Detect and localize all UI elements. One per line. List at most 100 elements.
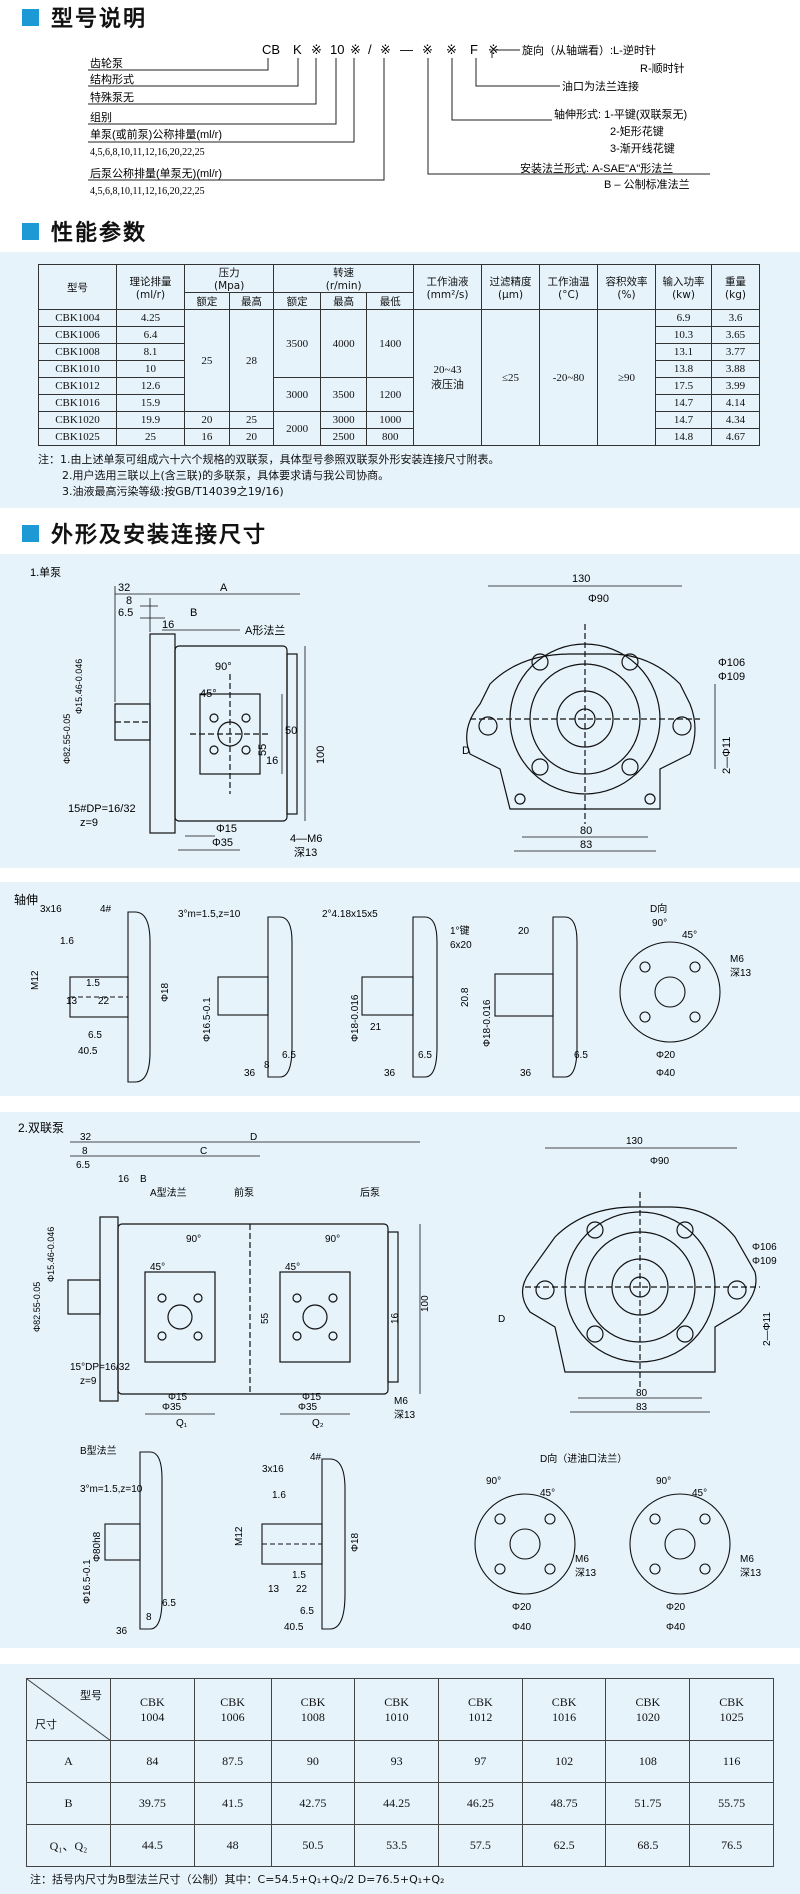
table-row: CBK1006 6.4 10.3 3.65 (38, 326, 760, 344)
dim-label: 55 (260, 1312, 271, 1324)
cell-model: CBK1006 (38, 326, 117, 344)
cell-p-rated: 16 (184, 428, 230, 446)
dim-label: 100 (315, 746, 327, 764)
cell-model: CBK1025 (38, 428, 117, 446)
cell-value: 108 (605, 1740, 691, 1783)
flange-drawing: B型法兰 3°m=1.5,z=10 Φ80h8 Φ16.5-0.1 6.5 8 … (80, 1444, 762, 1637)
cell-model: CBK1008 (38, 343, 117, 361)
dim-label: A型法兰 (150, 1186, 187, 1199)
cell-disp: 15.9 (116, 394, 185, 412)
dim-label: 55 (257, 744, 269, 756)
cell-value: 48 (193, 1824, 272, 1867)
dim-label: Φ109 (752, 1256, 777, 1267)
label-shaft-invol: 3-渐开线花键 (610, 141, 675, 155)
cell-disp: 19.9 (116, 411, 185, 429)
dim-label: 1.6 (60, 936, 74, 947)
dim-label: Φ15 (216, 823, 237, 835)
cell-s-min: 800 (366, 428, 414, 446)
flange-panel: B型法兰 3°m=1.5,z=10 Φ80h8 Φ16.5-0.1 6.5 8 … (0, 1434, 800, 1648)
dim-label: 4# (100, 904, 112, 915)
cell-weight: 3.65 (711, 326, 760, 344)
label-front-disp-values: 4,5,6,8,10,11,12,16,20,22,25 (90, 147, 205, 158)
dim-label: Φ90 (650, 1156, 670, 1167)
cell-value: 39.75 (110, 1782, 195, 1825)
drawing-title: 轴伸 (14, 892, 38, 907)
dim-label: 83 (636, 1402, 648, 1413)
dimension-note: 注：括号内尺寸为B型法兰尺寸（公制）其中：C=54.5+Q₁+Q₂/2 D=76… (30, 1873, 445, 1886)
dim-label: D (498, 1314, 505, 1325)
note-line: 3.油液最高污染等级:按GB/T14039之19/16) (62, 485, 284, 498)
dim-label: 40.5 (78, 1046, 98, 1057)
cell-value: 97 (438, 1740, 523, 1783)
table-row: A 84 87.5 90 93 97 102 108 116 (26, 1740, 774, 1783)
dim-label: Φ18 (350, 1532, 361, 1552)
cell-weight: 3.77 (711, 343, 760, 361)
code-x3: ※ (380, 42, 391, 57)
dim-label: 45° (692, 1488, 707, 1499)
dim-label: 20 (518, 926, 530, 937)
cell-value: 116 (689, 1740, 774, 1783)
cell-p-max: 28 (228, 309, 275, 412)
dim-label: 深13 (740, 1567, 762, 1579)
dim-label: 1°键 (450, 924, 470, 937)
cell-value: 76.5 (689, 1824, 774, 1867)
cell-s-max: 3000 (319, 411, 368, 429)
model-code-diagram: CB K ※ 10 ※ / ※ — ※ ※ F ※ 齿轮泵 (88, 42, 710, 197)
label-special: 特殊泵无 (90, 90, 134, 104)
dim-label: M12 (234, 1526, 245, 1546)
cell-value: 93 (354, 1740, 440, 1783)
dim-label: B (190, 607, 197, 619)
dim-label: 2—Φ11 (721, 737, 733, 774)
dim-label: 16 (118, 1174, 130, 1185)
cell-value: 62.5 (521, 1824, 607, 1867)
note-line: 注：1.由上述单泵可组成六十六个规格的双联泵，具体型号参照双联泵外形安装连接尺寸… (38, 453, 500, 466)
dim-label: 4# (310, 1452, 322, 1463)
cell-temp: -20~80 (539, 309, 598, 446)
dim-label: B (140, 1174, 147, 1185)
dim-label: 8 (146, 1612, 152, 1623)
cell-power: 13.8 (655, 360, 712, 378)
label-group: 组别 (90, 110, 112, 124)
dimension-table-panel: 型号 尺寸 CBK 1004 CBK 1006 CBK 1008 CBK 101… (0, 1664, 800, 1894)
dim-label: 6.5 (574, 1050, 588, 1061)
performance-table: 型号 理论排量(ml/r) 压力(Mpa) 转速(r/min) 工作油液(mm²… (38, 264, 760, 446)
note-line: 2.用户选用三联以上(含三联)的多联泵，具体要求请与我公司协商。 (62, 469, 390, 482)
cell-s-min: 1000 (366, 411, 414, 429)
section-square-icon (22, 8, 39, 26)
dim-label: 32 (118, 582, 130, 594)
cell-value: 84 (110, 1740, 195, 1783)
dim-label: 45° (150, 1262, 165, 1273)
th-s-min: 最低 (366, 292, 414, 310)
dim-label: D (250, 1132, 257, 1143)
dim-label: z=9 (80, 817, 98, 829)
label-mount-flange: 安装法兰形式: A-SAE"A"形法兰 (520, 161, 673, 175)
dim-label: D向（进油口法兰） (540, 1452, 627, 1465)
dim-label: 45° (200, 688, 217, 700)
cell-weight: 3.88 (711, 360, 760, 378)
dim-label: 3°m=1.5,z=10 (80, 1484, 143, 1495)
table-row: B 39.75 41.5 42.75 44.25 46.25 48.75 51.… (26, 1782, 774, 1825)
cell-value: 44.25 (354, 1782, 440, 1825)
th-eff: 容积效率(%) (597, 264, 656, 310)
double-pump-drawing: 2.双联泵 32 D 8 C 6.5 16 B A型法兰 前泵 (18, 1121, 777, 1429)
th-viscosity: 工作油液(mm²/s) (413, 264, 482, 310)
cell-s-rated: 3500 (273, 309, 321, 378)
label-rotation-r: R-顺时针 (640, 61, 685, 75)
corner-cell: 型号 尺寸 (26, 1678, 111, 1741)
dim-label: 3°m=1.5,z=10 (178, 909, 241, 920)
cell-p-rated: 25 (184, 309, 230, 412)
dim-label: 21 (370, 1022, 382, 1033)
dim-label: Φ15.46-0.046 (46, 1227, 56, 1282)
dim-label: Φ35 (298, 1402, 318, 1413)
dim-label: Φ15 (168, 1392, 188, 1403)
cell-disp: 10 (116, 360, 185, 378)
drawing-title: 1.单泵 (30, 566, 61, 579)
dim-label: Φ82.55-0.05 (62, 714, 72, 764)
dim-label: 6.5 (162, 1598, 176, 1609)
dim-label: 16 (162, 619, 174, 631)
code-x2: ※ (350, 42, 361, 57)
section-title: 外形及安装连接尺寸 (51, 523, 268, 548)
model-left-labels: 齿轮泵 结构形式 特殊泵无 组别 单泵(或前泵)公称排量(ml/r) 4,5,6… (90, 56, 222, 197)
cell-s-max: 2500 (319, 428, 368, 446)
